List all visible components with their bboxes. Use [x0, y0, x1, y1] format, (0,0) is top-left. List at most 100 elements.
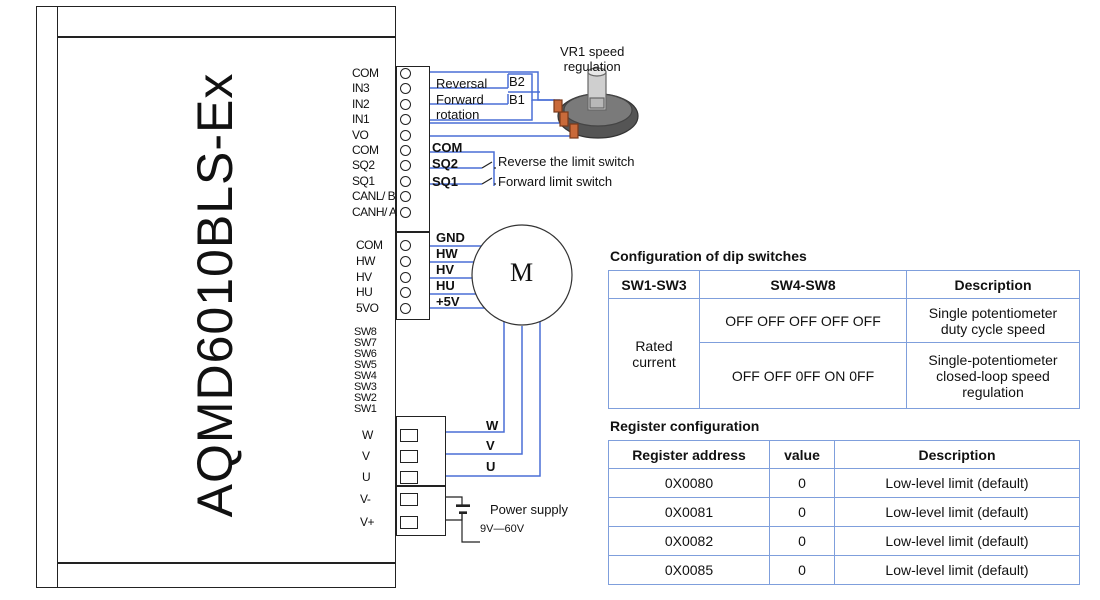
pin-label-in2-2: IN2	[352, 96, 370, 111]
rotation-label: rotation	[436, 107, 480, 122]
b1-wire	[507, 91, 540, 104]
power-supply-label: Power supply	[490, 502, 569, 517]
driver-side-edge	[36, 6, 58, 588]
signal-terminal-6	[400, 160, 411, 172]
signal-terminal-0	[400, 68, 411, 79]
register-description: Low-level limit (default)	[834, 468, 1080, 498]
sq1-wire-label: SQ1	[432, 174, 459, 189]
pin-label-vo-4: VO	[352, 127, 369, 142]
hall-terminal-4	[400, 303, 411, 315]
dip-row1-switches: OFF OFF OFF OFF OFF	[699, 298, 907, 343]
phase-terminal-w	[400, 429, 418, 442]
power-terminal-1	[400, 516, 418, 529]
phase-pin-label-u: U	[362, 470, 371, 484]
com-limit-wire	[430, 151, 495, 186]
hall-pin-label-hw: HW	[356, 253, 376, 268]
vr1-label-line1: VR1 speed	[560, 44, 625, 59]
reverse-limit-switch-symbol	[481, 161, 496, 169]
register-value: 0	[769, 497, 835, 527]
b2-label: B2	[509, 74, 525, 89]
pin-label-in1-3: IN1	[352, 112, 370, 127]
register-address: 0X0080	[608, 468, 770, 498]
vo-wire	[430, 128, 576, 137]
pin-label-canh-a-9: CANH/ A	[352, 204, 397, 219]
power-pin-label-1: V+	[360, 515, 375, 529]
dip-pin-label-sw1: SW1	[354, 403, 377, 415]
power-supply-lead	[461, 512, 480, 543]
register-address: 0X0082	[608, 526, 770, 556]
register-address: 0X0081	[608, 497, 770, 527]
com-wire-label: COM	[432, 140, 463, 155]
reversal-label: Reversal	[436, 76, 488, 91]
register-value: 0	[769, 526, 835, 556]
pin-label-com-0: COM	[352, 66, 379, 80]
reg-header-value: value	[769, 440, 835, 469]
pin-label-sq1-7: SQ1	[352, 173, 375, 188]
driver-body	[36, 6, 396, 588]
u-phase-wire	[446, 320, 541, 477]
power-pin-label-0: V-	[360, 492, 371, 506]
register-address: 0X0085	[608, 555, 770, 585]
dip-row2-switches: OFF OFF 0FF ON 0FF	[699, 342, 907, 409]
hv-label: HV	[436, 262, 455, 277]
u-phase-label: U	[486, 459, 496, 474]
vr1-label: VR1 speed regulation	[560, 44, 624, 74]
dip-pin-label-sw3: SW3	[354, 381, 377, 393]
phase-pin-label-w: W	[362, 428, 373, 442]
signal-terminal-8	[400, 191, 411, 203]
pin-label-in3-1: IN3	[352, 81, 370, 96]
driver-top-line	[58, 36, 396, 38]
phase-terminal-u	[400, 471, 418, 484]
motor-label: M	[510, 258, 534, 287]
hall-pin-label-hv: HV	[356, 269, 372, 284]
register-description: Low-level limit (default)	[834, 497, 1080, 527]
power-terminal-block	[396, 486, 446, 536]
driver-bottom-line	[58, 562, 396, 564]
w-phase-label: W	[486, 418, 499, 433]
power-supply-wires	[446, 496, 470, 521]
signal-terminal-7	[400, 175, 411, 187]
dip-pin-label-sw8: SW8	[354, 326, 377, 338]
dip-pin-label-sw5: SW5	[354, 359, 377, 371]
dip-pin-label-sw2: SW2	[354, 392, 377, 404]
rotation-wire	[430, 100, 533, 121]
dip-pin-label-sw4: SW4	[354, 370, 377, 382]
b1-label: B1	[509, 92, 525, 107]
register-value: 0	[769, 555, 835, 585]
dip-pin-label-sw6: SW6	[354, 348, 377, 360]
forward-limit-label: Forward limit switch	[498, 174, 613, 189]
hall-pin-label-com: COM	[356, 238, 383, 252]
phase-terminal-v	[400, 450, 418, 463]
signal-terminal-5	[400, 145, 411, 156]
reg-header-address: Register address	[608, 440, 770, 469]
pin-label-com-5: COM	[352, 143, 379, 157]
hu-label: HU	[436, 278, 455, 293]
sq2-wire-label: SQ2	[432, 156, 459, 171]
pin-label-canl-b-8: CANL/ B	[352, 189, 396, 204]
reg-header-description: Description	[834, 440, 1080, 469]
dip-header-description: Description	[906, 270, 1080, 299]
motor-circle	[471, 224, 573, 326]
dip-row2-description: Single-potentiometer closed-loop speed r…	[906, 342, 1080, 409]
phase-pin-label-v: V	[362, 449, 370, 463]
dip-rated-current: Rated current	[608, 298, 700, 409]
hw-label: HW	[436, 246, 458, 261]
dip-switch-table: SW1-SW3 SW4-SW8 Description Rated curren…	[608, 270, 1080, 409]
register-description: Low-level limit (default)	[834, 555, 1080, 585]
signal-terminal-9	[400, 206, 411, 218]
dip-row1-description: Single potentiometer duty cycle speed	[906, 298, 1080, 343]
register-value: 0	[769, 468, 835, 498]
hall-terminal-2	[400, 271, 411, 283]
hall-terminal-1	[400, 255, 411, 267]
v-phase-wire	[446, 326, 523, 455]
5v-label: +5V	[436, 294, 460, 309]
power-terminal-0	[400, 493, 418, 506]
dip-header-sw4-8: SW4-SW8	[699, 270, 907, 299]
signal-terminal-3	[400, 114, 411, 126]
pin-label-sq2-6: SQ2	[352, 158, 375, 173]
